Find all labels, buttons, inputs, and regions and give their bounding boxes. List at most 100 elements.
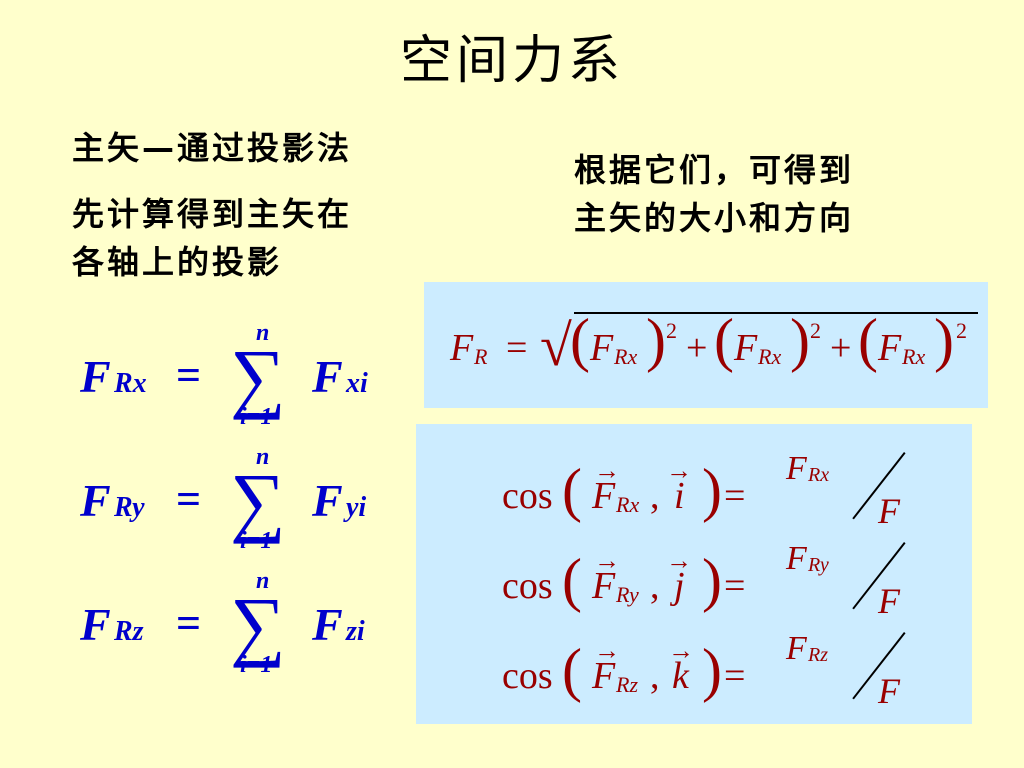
- lhs-subscript: Rx: [114, 368, 147, 399]
- symbol-f: F: [80, 351, 111, 402]
- vector-subscript: Ry: [616, 582, 639, 607]
- projection-formula-x: F Rx = n ∑ i=1 F xi: [80, 320, 410, 430]
- right-text-line-2: 主矢的大小和方向: [574, 199, 855, 237]
- magnitude-formula-box: F R = √ ( F Rx ) 2 + ( F Rx ) 2 + ( F Rx…: [424, 282, 988, 408]
- close-paren-icon: ): [934, 307, 954, 373]
- vector-arrow-icon: →: [594, 546, 620, 575]
- symbol-f: F: [786, 630, 807, 667]
- equals-sign: =: [176, 351, 202, 400]
- equals-sign: =: [724, 655, 746, 697]
- unit-vector: i: [674, 475, 685, 517]
- direction-formula-y: cos ( → F Ry , → j ) = F Ry F: [416, 528, 972, 621]
- close-paren-icon: ): [702, 547, 722, 613]
- sum-lower-limit: i=1: [240, 528, 273, 554]
- comma: ,: [650, 565, 660, 607]
- slide-title: 空间力系: [399, 31, 624, 91]
- symbol-f: F: [878, 327, 902, 369]
- left-text-line-3: 各轴上的投影: [72, 243, 283, 281]
- symbol-f: F: [878, 491, 900, 531]
- left-text-line-1: 主矢—通过投影法: [72, 129, 353, 167]
- equals-sign: =: [724, 565, 746, 607]
- symbol-f: F: [80, 599, 111, 650]
- vector-arrow-icon: →: [666, 546, 692, 575]
- fraction-subscript: Ry: [808, 554, 829, 576]
- open-paren-icon: (: [562, 547, 582, 613]
- vector-subscript: Rx: [616, 492, 640, 517]
- power: 2: [810, 318, 821, 343]
- close-paren-icon: ): [646, 307, 666, 373]
- equals-sign: =: [724, 475, 746, 517]
- sum-upper-limit: n: [256, 444, 270, 470]
- sum-upper-limit: n: [256, 568, 270, 594]
- power: 2: [666, 318, 677, 343]
- direction-formula-z: cos ( → F Rz , → k ) = F Rz F: [416, 618, 972, 711]
- symbol-f: F: [312, 599, 343, 650]
- rhs-subscript: yi: [346, 492, 367, 523]
- symbol-f: F: [592, 655, 616, 697]
- open-paren-icon: (: [714, 307, 734, 373]
- left-text-line-2: 先计算得到主矢在: [72, 195, 353, 233]
- fraction-subscript: Rz: [808, 644, 828, 666]
- symbol-f: F: [878, 581, 900, 621]
- sqrt-bar: [574, 312, 978, 314]
- lhs-subscript: Ry: [114, 492, 145, 523]
- comma: ,: [650, 475, 660, 517]
- comma: ,: [650, 655, 660, 697]
- symbol-f: F: [312, 475, 343, 526]
- plus-sign: +: [830, 327, 852, 369]
- symbol-f: F: [592, 475, 616, 517]
- equals-sign: =: [176, 599, 202, 648]
- term-subscript: Rx: [614, 344, 638, 369]
- right-text-line-1: 根据它们，可得到: [574, 151, 855, 189]
- rhs-subscript: zi: [346, 616, 365, 647]
- projection-formula-y: F Ry = n ∑ i=1 F yi: [80, 444, 410, 554]
- vector-arrow-icon: →: [666, 456, 692, 485]
- vector-arrow-icon: →: [594, 456, 620, 485]
- term-subscript: Rx: [902, 344, 926, 369]
- symbol-f: F: [592, 565, 616, 607]
- lhs-subscript: Rz: [114, 616, 144, 647]
- cos-label: cos: [502, 565, 553, 607]
- direction-formula-x: cos ( → F Rx , → i ) = F Rx F: [416, 438, 972, 531]
- unit-vector: k: [672, 655, 689, 697]
- open-paren-icon: (: [570, 307, 590, 373]
- symbol-f: F: [80, 475, 111, 526]
- cos-label: cos: [502, 655, 553, 697]
- symbol-f: F: [734, 327, 758, 369]
- symbol-f: F: [786, 450, 807, 487]
- rhs-subscript: xi: [346, 368, 368, 399]
- symbol-f: F: [786, 540, 807, 577]
- symbol-f: F: [878, 671, 900, 711]
- magnitude-formula: F R = √ ( F Rx ) 2 + ( F Rx ) 2 + ( F Rx…: [424, 282, 988, 408]
- vector-arrow-icon: →: [668, 636, 694, 665]
- symbol-f: F: [450, 327, 474, 369]
- sigma-icon: ∑: [230, 581, 286, 668]
- sum-upper-limit: n: [256, 320, 270, 346]
- cos-label: cos: [502, 475, 553, 517]
- open-paren-icon: (: [858, 307, 878, 373]
- projection-formula-z: F Rz = n ∑ i=1 F zi: [80, 568, 410, 678]
- sqrt-icon: √: [540, 313, 572, 378]
- sum-lower-limit: i=1: [240, 652, 273, 678]
- equals-sign: =: [176, 475, 202, 524]
- power: 2: [956, 318, 967, 343]
- equals-sign: =: [506, 327, 528, 369]
- unit-vector: j: [674, 565, 685, 607]
- symbol-f: F: [590, 327, 614, 369]
- term-subscript: Rx: [758, 344, 782, 369]
- vector-subscript: Rz: [616, 672, 638, 697]
- open-paren-icon: (: [562, 457, 582, 523]
- open-paren-icon: (: [562, 637, 582, 703]
- sigma-icon: ∑: [230, 333, 286, 420]
- plus-sign: +: [686, 327, 708, 369]
- sum-lower-limit: i=1: [240, 404, 273, 430]
- symbol-f: F: [312, 351, 343, 402]
- close-paren-icon: ): [702, 457, 722, 523]
- projection-formulas: F Rx = n ∑ i=1 F xi F Ry = n ∑ i=1 F yi …: [80, 320, 410, 680]
- direction-formula-box: cos ( → F Rx , → i ) = F Rx F cos ( → F …: [416, 424, 972, 724]
- close-paren-icon: ): [702, 637, 722, 703]
- close-paren-icon: ): [790, 307, 810, 373]
- lhs-subscript: R: [474, 344, 488, 369]
- vector-arrow-icon: →: [594, 636, 620, 665]
- fraction-subscript: Rx: [808, 464, 830, 486]
